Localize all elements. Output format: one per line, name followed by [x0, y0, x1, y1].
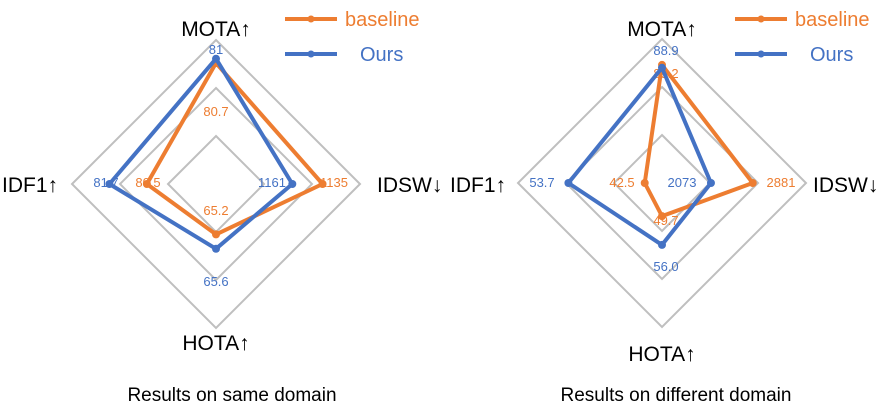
grid-ring-3: [70, 38, 362, 330]
chart-caption: Results on different domain: [561, 385, 792, 406]
data-point-ours-3: [212, 244, 220, 253]
data-point-ours-1: [658, 63, 666, 72]
legend-marker-baseline: [307, 15, 315, 23]
data-label-baseline-2: 2881: [767, 175, 796, 190]
data-label-ours-4: 81.7: [93, 175, 118, 190]
legend-marker-baseline: [757, 15, 765, 23]
axis-label-1: MOTA↑: [627, 18, 697, 41]
data-point-baseline-3: [658, 212, 666, 221]
data-point-baseline-4: [142, 180, 151, 188]
legend-marker-ours: [757, 50, 765, 58]
data-point-baseline-2: [318, 180, 327, 188]
axis-label-2: IDSW↓: [813, 174, 878, 197]
grid-ring-2: [118, 86, 314, 282]
radar-chart-1: 80.7 1135 65.2 80.5 81 1161 65.6 81.7 MOTA↑ IDSW↓…: [2, 18, 442, 406]
legend-label-ours: Ours: [360, 44, 403, 66]
axis-label-3: HOTA↑: [182, 332, 249, 355]
data-label-ours-2: 2073: [668, 175, 697, 190]
axis-label-3: HOTA↑: [628, 343, 695, 366]
data-label-baseline-3: 65.2: [203, 203, 228, 218]
legend-label-ours: Ours: [810, 44, 853, 66]
data-point-ours-4: [105, 180, 114, 188]
legend-label-baseline: baseline: [795, 9, 870, 31]
data-label-ours-4: 53.7: [529, 175, 554, 190]
data-point-ours-3: [658, 240, 666, 249]
data-label-baseline-2: 1135: [320, 175, 348, 190]
data-label-baseline-1: 80.7: [203, 104, 228, 119]
axis-label-1: MOTA↑: [181, 18, 251, 41]
data-label-baseline-4: 42.5: [609, 175, 634, 190]
data-label-baseline-4: 80.5: [135, 175, 160, 190]
data-label-ours-2: 1161: [258, 175, 286, 190]
legend-marker-ours: [307, 50, 315, 58]
data-point-ours-2: [288, 180, 297, 188]
data-point-baseline-3: [212, 230, 220, 239]
grid-ring-3: [516, 37, 808, 329]
grid-ring-2: [564, 85, 760, 281]
data-point-baseline-2: [748, 179, 757, 187]
axis-label-2: IDSW↓: [377, 174, 442, 197]
axis-label-4: IDF1↑: [2, 174, 58, 197]
data-label-ours-1: 81: [209, 42, 223, 57]
data-label-ours-3: 65.6: [203, 274, 228, 289]
data-label-ours-3: 56.0: [653, 259, 678, 274]
data-label-baseline-3: 49.7: [653, 213, 678, 228]
data-point-ours-4: [564, 179, 573, 187]
data-point-ours-1: [212, 54, 220, 63]
data-label-ours-1: 88.9: [653, 43, 678, 58]
legend-label-baseline: baseline: [345, 9, 420, 31]
axis-label-4: IDF1↑: [450, 174, 506, 197]
chart-caption: Results on same domain: [127, 385, 336, 406]
grid-ring-1: [612, 133, 712, 233]
data-point-ours-2: [706, 179, 715, 187]
data-point-baseline-4: [640, 179, 649, 187]
radar-chart-2: 89.2288149.742.588.9207356.053.7MOTA↑IDS…: [450, 18, 878, 406]
